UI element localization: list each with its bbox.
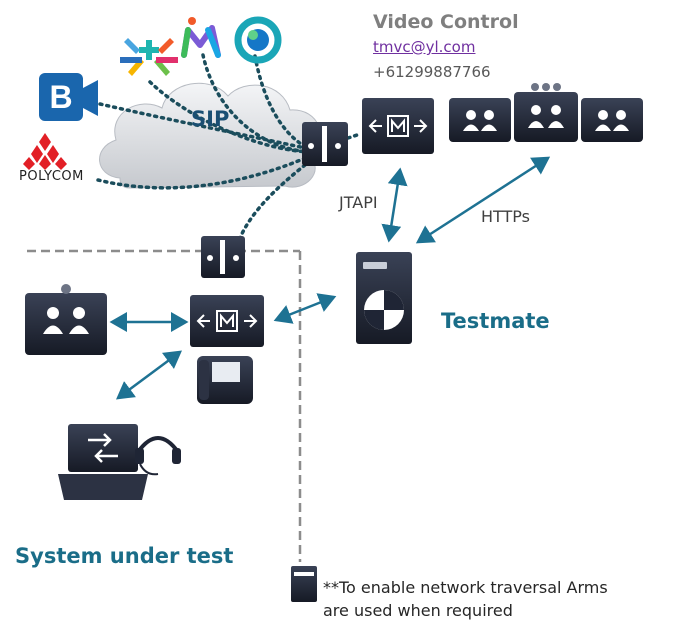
expressway-icon-legend — [291, 566, 317, 602]
testmate-server-icon — [356, 252, 412, 344]
arrow-laptop-mcu — [115, 350, 183, 400]
arrow-https — [415, 156, 551, 244]
webex-logo — [120, 38, 178, 76]
bluejeans-logo: B — [39, 73, 98, 121]
video-control-phone: +61299887766 — [373, 63, 491, 81]
mcu-icon-local — [190, 295, 264, 347]
bluejeans-logo-letter: B — [49, 79, 72, 115]
expressway-icon-top — [302, 122, 348, 166]
link-teams — [201, 53, 314, 154]
video-endpoint-icon — [25, 284, 107, 355]
https-label: HTTPs — [481, 207, 530, 226]
sip-cloud — [99, 82, 321, 189]
video-control-title: Video Control — [373, 11, 519, 33]
expressway-icon-edge — [201, 236, 245, 278]
meeting-logo — [234, 16, 282, 64]
link-cloud-to-edge — [238, 163, 307, 240]
footnote: **To enable network traversal Arms are u… — [323, 576, 608, 622]
footnote-line-2: are used when required — [323, 601, 513, 620]
laptop-icon — [58, 424, 148, 500]
link-polycom — [96, 154, 312, 190]
jtapi-label: JTAPI — [339, 193, 378, 212]
video-control-email-link[interactable]: tmvc@yl.com — [373, 38, 476, 56]
testmate-label: Testmate — [441, 309, 550, 333]
telepresence-endpoint — [449, 83, 643, 142]
mcu-icon-cloud — [362, 98, 434, 154]
system-under-test-label: System under test — [15, 544, 234, 568]
headset-icon — [135, 436, 181, 476]
arrows — [109, 156, 551, 400]
link-bluejeans — [98, 102, 307, 150]
desk-phone-icon — [197, 356, 253, 404]
polycom-logo-text: POLYCOM — [19, 169, 84, 184]
polycom-logo — [23, 133, 67, 170]
footnote-line-1: **To enable network traversal Arms — [323, 578, 608, 597]
arrow-jtapi — [381, 167, 408, 243]
teams-logo — [181, 17, 221, 58]
link-traversal-to-mcu — [346, 132, 362, 140]
arrow-mcu-testmate — [273, 293, 337, 324]
link-webex — [148, 80, 312, 154]
sip-cloud-label: SIP — [191, 107, 230, 131]
system-boundary — [27, 249, 302, 562]
